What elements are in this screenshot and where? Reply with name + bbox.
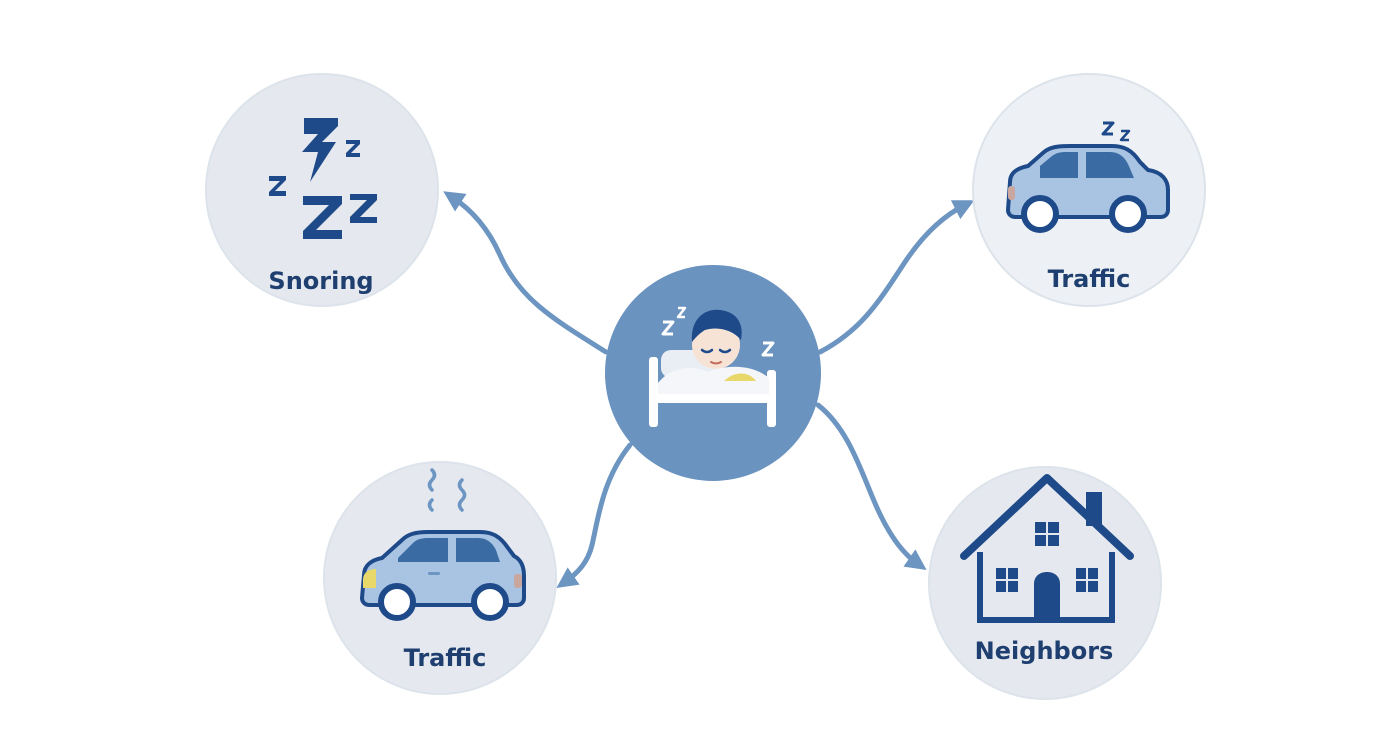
arrow-to-neighbors — [815, 402, 927, 570]
node-label-traffic-bottom: Traffic — [404, 644, 487, 672]
arrow-to-traffic-top — [817, 200, 975, 355]
arrow-to-traffic-bottom — [556, 442, 633, 588]
node-traffic-bottom: Traffic — [323, 461, 557, 695]
house-icon — [960, 474, 1134, 623]
arrow-to-snoring — [443, 191, 609, 355]
node-label-traffic-top: Traffic — [1048, 265, 1131, 293]
node-snoring: Snoring — [205, 73, 439, 307]
zzz-icon — [269, 118, 377, 239]
car-with-zz-icon — [1005, 121, 1170, 233]
node-neighbors: Neighbors — [928, 466, 1162, 700]
node-traffic-top: Traffic — [972, 73, 1206, 307]
connector-arrows — [443, 191, 975, 588]
center-node — [605, 265, 821, 481]
sleeping-person-in-bed-icon — [649, 306, 776, 427]
node-label-neighbors: Neighbors — [975, 637, 1114, 665]
node-label-snoring: Snoring — [268, 267, 373, 295]
car-with-fumes-icon — [359, 468, 526, 621]
